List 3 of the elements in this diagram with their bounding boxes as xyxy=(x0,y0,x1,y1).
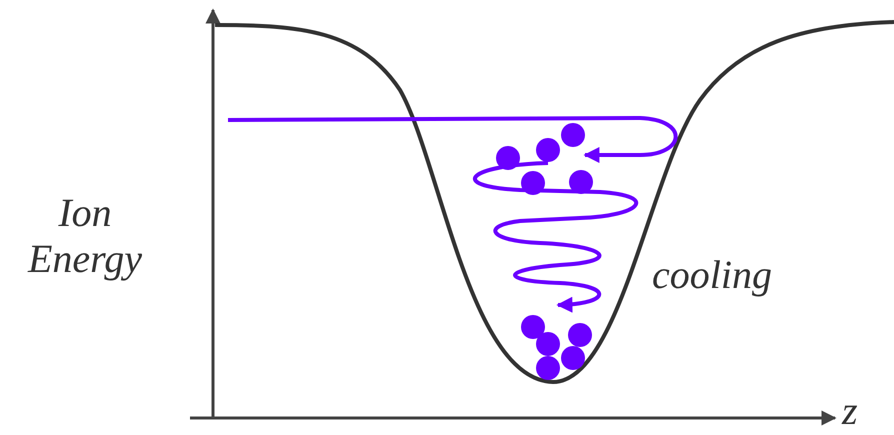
axis-label: Ion Energy xyxy=(26,190,144,282)
process-label: cooling xyxy=(652,252,772,298)
axis-label: z xyxy=(842,388,858,434)
